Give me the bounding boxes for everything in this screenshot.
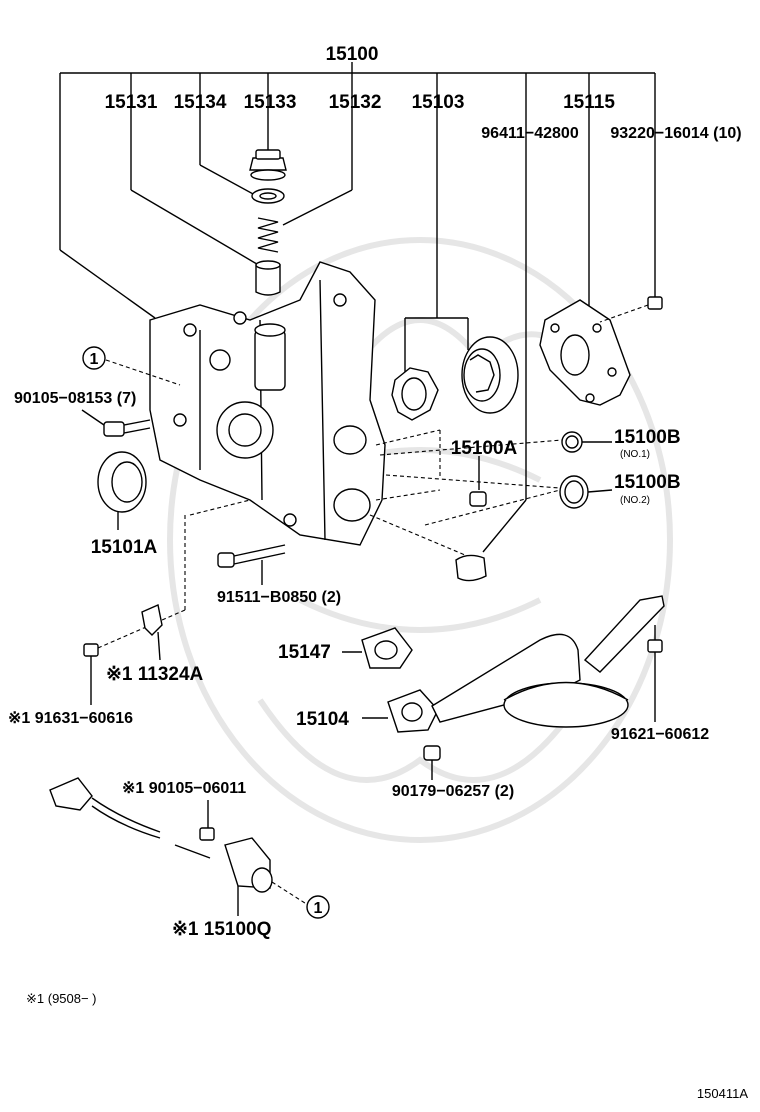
- label-15147: 15147: [278, 642, 331, 663]
- screw-93220: [599, 296, 663, 323]
- bolt-90105-06011: [199, 800, 215, 841]
- label-15100B-no1: 15100B: [614, 427, 681, 448]
- label-15100B-no2: 15100B: [614, 472, 681, 493]
- oil-pump-body: [149, 261, 386, 546]
- label-15132: 15132: [329, 92, 382, 113]
- gasket-15147: [342, 627, 413, 669]
- leader-lines-15100: [59, 62, 656, 553]
- nut-90179: [423, 745, 441, 780]
- label-90179-06257: 90179−06257 (2): [392, 783, 514, 800]
- label-15101A: 15101A: [91, 537, 158, 558]
- bolt-91631: [83, 643, 99, 705]
- bolt-90105-08153: [81, 409, 151, 437]
- sensor-15100Q: [49, 777, 309, 916]
- oil-seal-15101A: [97, 451, 147, 530]
- valve-15131: [255, 260, 281, 296]
- label-15100Q: ※1 15100Q: [172, 919, 271, 940]
- pump-cover-plate: [539, 299, 631, 406]
- label-93220-16014: 93220−16014 (10): [610, 125, 741, 142]
- reference-circle-1-bottom: 1: [306, 895, 330, 919]
- watermark-emblem: [167, 237, 673, 843]
- driven-rotor: [461, 336, 519, 414]
- figure-code: 150411A: [697, 1086, 748, 1101]
- label-90105-08153: 90105−08153 (7): [14, 390, 136, 407]
- label-15134: 15134: [174, 92, 227, 113]
- drive-gear: [391, 367, 439, 421]
- label-15104: 15104: [296, 709, 349, 730]
- label-15115: 15115: [563, 92, 615, 113]
- reference-circle-1-top: 1: [82, 346, 106, 370]
- bolt-91511: [217, 544, 286, 585]
- reference-circle-label: 1: [314, 900, 323, 917]
- bracket-11324A: [141, 604, 163, 661]
- label-15100: 15100: [326, 44, 379, 65]
- label-91621-60612: 91621−60612: [611, 726, 709, 743]
- footnote: ※1 (9508− ): [26, 991, 97, 1006]
- label-15103: 15103: [412, 92, 465, 113]
- dashed-guides: [97, 359, 563, 649]
- label-96411-42800: 96411−42800: [481, 125, 579, 142]
- gasket-15134: [251, 188, 285, 204]
- reference-circle-label: 1: [90, 351, 99, 368]
- pin-15100A: [469, 456, 487, 507]
- label-no1: (NO.1): [620, 449, 650, 460]
- label-15100A: 15100A: [451, 438, 518, 459]
- label-91511-B0850: 91511−B0850 (2): [217, 589, 341, 606]
- oring-15100B-no2: [559, 475, 613, 509]
- label-15133: 15133: [244, 92, 297, 113]
- bolt-91621: [647, 625, 663, 722]
- label-no2: (NO.2): [620, 495, 650, 506]
- strainer-15104: [362, 595, 665, 733]
- spring-15132: [257, 217, 279, 253]
- label-11324A: ※1 11324A: [106, 664, 204, 685]
- plug-15133: [249, 149, 287, 181]
- oring-15100B-no1: [561, 431, 612, 453]
- label-91631-60616: ※1 91631−60616: [8, 710, 133, 727]
- label-15131: 15131: [105, 92, 158, 113]
- label-90105-06011: ※1 90105−06011: [122, 780, 246, 797]
- seal-96411: [455, 554, 487, 582]
